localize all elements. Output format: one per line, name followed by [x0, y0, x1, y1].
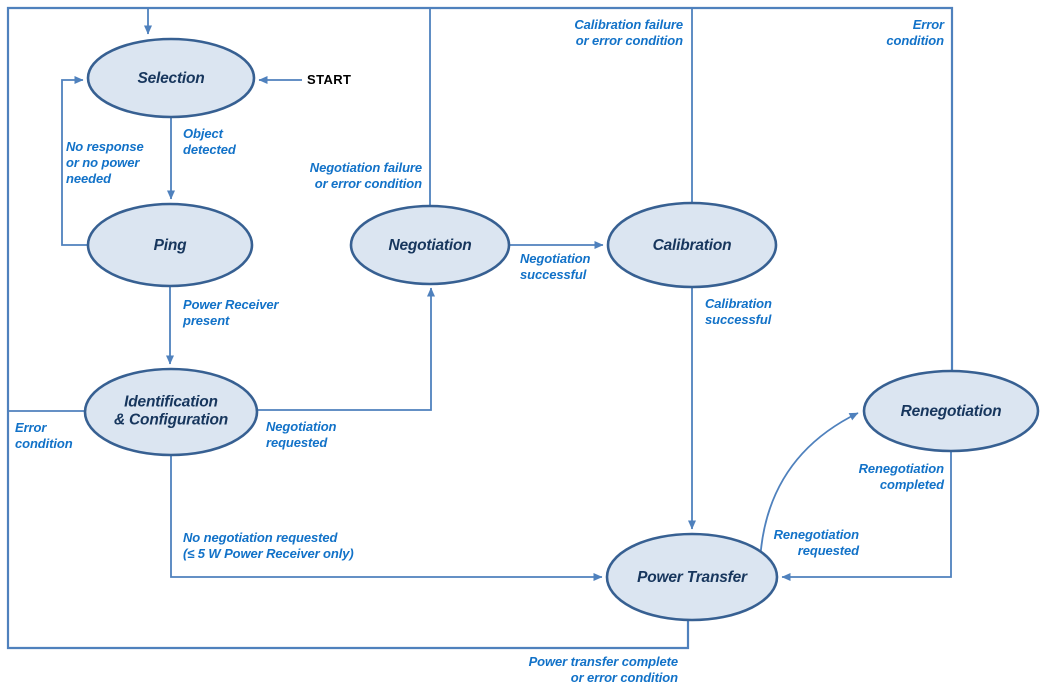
state-label-negotiation: Negotiation [388, 236, 472, 254]
state-label-identification-configuration: Identification & Configuration [113, 393, 229, 429]
label-power-receiver-present: Power Receiver present [183, 297, 279, 328]
state-label-selection: Selection [137, 69, 205, 87]
state-ellipse-identification-configuration [83, 367, 259, 457]
state-label-renegotiation: Renegotiation [900, 402, 1002, 420]
label-calibration-successful: Calibration successful [705, 296, 772, 327]
label-negotiation-failure: Negotiation failure or error condition [309, 160, 422, 191]
label-calibration-failure: Calibration failure or error condition [574, 17, 683, 48]
label-object-detected: Object detected [183, 126, 236, 157]
state-ellipse-renegotiation [862, 369, 1040, 453]
state-label-power-transfer: Power Transfer [637, 568, 747, 586]
transition-line-renegotiation-completed [781, 451, 952, 581]
transition-line-return-loop [6, 6, 954, 650]
transition-line-no-response [61, 76, 88, 246]
state-label-calibration: Calibration [652, 236, 732, 254]
state-ellipse-calibration [606, 201, 778, 289]
label-power-transfer-complete: Power transfer complete or error conditi… [528, 654, 679, 685]
state-ellipse-selection [86, 37, 256, 119]
label-renegotiation-requested: Renegotiation requested [773, 527, 859, 558]
start-label: START [307, 72, 352, 87]
transition-line-negotiation-requested [257, 287, 435, 411]
state-ellipse-power-transfer [605, 532, 779, 622]
state-label-ping: Ping [153, 236, 187, 254]
transition-line-renegotiation-requested [759, 412, 859, 562]
label-no-response: No response or no power needed [66, 139, 144, 186]
transition-line-no-negotiation [170, 455, 603, 581]
state-ellipse-negotiation [349, 204, 511, 286]
label-no-negotiation-requested: No negotiation requested (≤ 5 W Power Re… [183, 530, 354, 561]
label-negotiation-requested: Negotiation requested [266, 419, 337, 450]
label-error-condition-left: Error condition [15, 420, 73, 451]
state-ellipse-ping [86, 202, 254, 288]
label-renegotiation-completed: Renegotiation completed [858, 461, 944, 492]
label-negotiation-successful: Negotiation successful [520, 251, 591, 282]
label-error-condition-right: Error condition [886, 17, 944, 48]
